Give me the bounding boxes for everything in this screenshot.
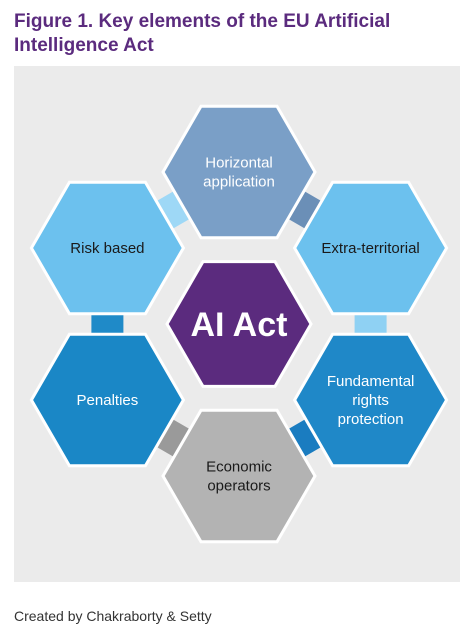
label-economic-operators-line-2: operators [207,478,270,495]
element-penalties: Penalties [29,332,186,468]
hexagon-ai-act [165,260,313,388]
hexagon-risk-based [29,180,186,316]
element-extra-territorial: Extra-territorial [292,180,449,316]
label-ai-act: AI Act [191,306,288,344]
connector-extra-territorial-to-fundamental-rights-protection [354,308,387,340]
hexagon-economic-operators [161,408,317,544]
figure-title-line-1: Figure 1. Key elements of the EU Artific… [14,11,391,32]
label-fundamental-rights-protection-line-1: Fundamental [327,373,415,390]
hexagon-penalties [29,332,186,468]
hexagon-fundamental-rights-protection [292,332,449,468]
hexagon-horizontal-application [161,104,317,240]
figure-credit: Created by Chakraborty & Setty [14,608,212,624]
element-fundamental-rights-protection: Fundamental rights protection [292,332,449,468]
label-fundamental-rights-protection-line-3: protection [338,411,404,428]
figure-title-line-2: Intelligence Act [14,35,154,56]
element-risk-based: Risk based [29,180,186,316]
center-ai-act: AI Act [165,260,313,388]
element-horizontal-application: Horizontal application [161,104,317,240]
label-economic-operators-line-1: Economic [206,459,272,476]
ai-act-diagram: Horizontal applicationExtra-territorialFu… [29,104,449,544]
label-horizontal-application-line-1: Horizontal [205,155,273,172]
label-fundamental-rights-protection-line-2: rights [352,392,389,409]
label-penalties-line-1: Penalties [77,392,139,409]
hexagon-extra-territorial [292,180,449,316]
connector-penalties-to-risk-based [91,308,124,340]
element-economic-operators: Economic operators [161,408,317,544]
label-horizontal-application-line-2: application [203,174,275,191]
label-extra-territorial-line-1: Extra-territorial [321,240,419,257]
figure-title: Figure 1. Key elements of the EU Artific… [14,10,454,58]
label-risk-based-line-1: Risk based [70,240,144,257]
